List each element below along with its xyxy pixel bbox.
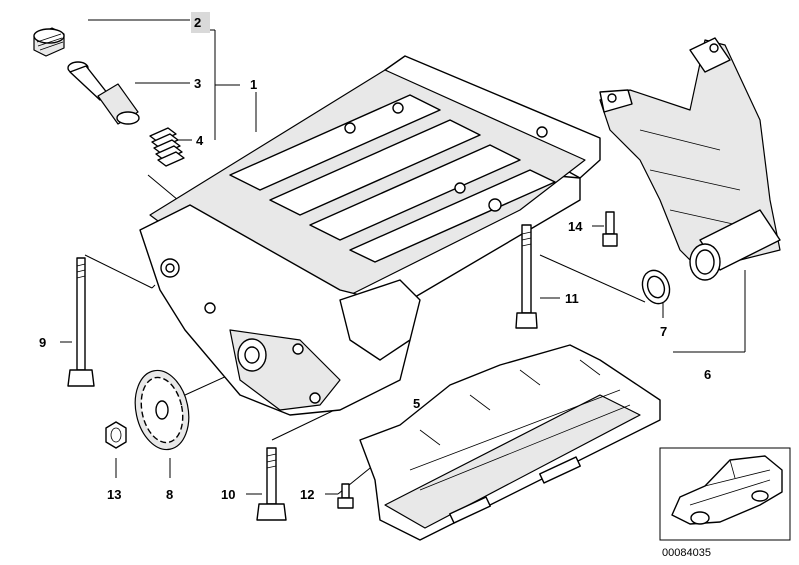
o-ring-seal[interactable]	[638, 267, 674, 308]
callout-labels: 2 1 3 4 5 6 7 8 9 10 11 12 13 14	[39, 12, 711, 502]
callout-2-highlight	[191, 12, 210, 33]
callout-3[interactable]: 3	[194, 76, 201, 91]
oil-pump-housing[interactable]	[139, 55, 601, 416]
callout-2[interactable]: 2	[194, 15, 201, 30]
callout-8[interactable]: 8	[166, 487, 173, 502]
callout-12[interactable]: 12	[300, 487, 314, 502]
callout-6[interactable]: 6	[704, 367, 711, 382]
callout-9[interactable]: 9	[39, 335, 46, 350]
relief-valve-piston[interactable]	[67, 61, 140, 125]
oil-baffle-plate[interactable]	[359, 344, 661, 541]
image-code: 00084035	[662, 547, 711, 559]
callout-14[interactable]: 14	[568, 219, 583, 234]
flange-bolt[interactable]	[256, 447, 287, 521]
hex-socket-screw[interactable]	[602, 211, 618, 247]
callout-11[interactable]: 11	[565, 291, 579, 306]
callout-10[interactable]: 10	[221, 487, 235, 502]
vehicle-inset: 00084035	[659, 447, 791, 559]
small-screw[interactable]	[337, 483, 354, 509]
callout-4[interactable]: 4	[196, 133, 204, 148]
callout-1[interactable]: 1	[250, 77, 257, 92]
hex-nut[interactable]	[105, 421, 127, 449]
long-bolt[interactable]	[67, 257, 95, 387]
pressure-spring[interactable]	[149, 127, 185, 167]
drive-sprocket[interactable]	[128, 365, 195, 454]
stud-bolt[interactable]	[515, 224, 538, 329]
oil-suction-pipe[interactable]	[599, 37, 781, 281]
plug-screw[interactable]	[33, 27, 65, 57]
callout-7[interactable]: 7	[660, 324, 667, 339]
car-silhouette-icon	[671, 455, 783, 525]
callout-13[interactable]: 13	[107, 487, 121, 502]
callout-5[interactable]: 5	[413, 396, 420, 411]
